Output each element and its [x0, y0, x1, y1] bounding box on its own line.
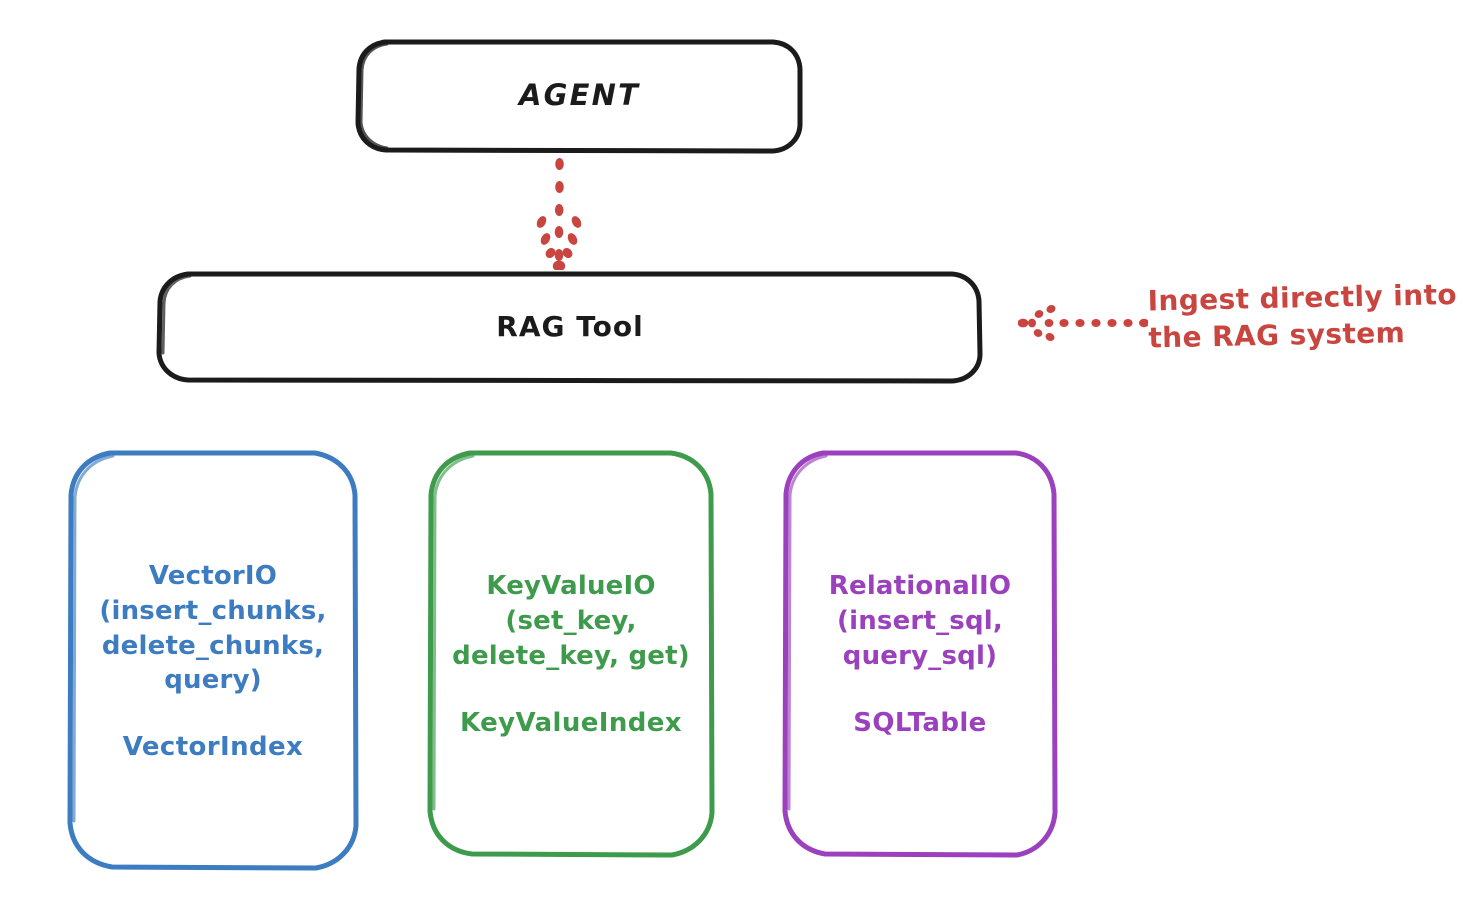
- node-rag-tool[interactable]: RAG Tool: [156, 271, 984, 384]
- vector-io-index-label: VectorIndex: [122, 732, 304, 763]
- relational-io-index-label: SQLTable: [853, 707, 987, 738]
- node-key-value-io[interactable]: KeyValueIO (set_key, delete_key, get) Ke…: [426, 449, 716, 858]
- rag-tool-label: RAG Tool: [496, 310, 644, 344]
- node-relational-io[interactable]: RelationalIO (insert_sql, query_sql) SQL…: [781, 449, 1059, 858]
- node-agent[interactable]: AGENT: [355, 39, 803, 154]
- relational-io-api-label: RelationalIO (insert_sql, query_sql): [828, 571, 1012, 671]
- ingest-annotation-label: Ingest directly into the RAG system: [1147, 277, 1458, 355]
- node-vector-io[interactable]: VectorIO (insert_chunks, delete_chunks, …: [66, 449, 360, 872]
- key-value-io-index-label: KeyValueIndex: [460, 707, 682, 738]
- agent-to-rag-tool-arrow-icon: [536, 158, 582, 270]
- key-value-io-content: KeyValueIO (set_key, delete_key, get) Ke…: [426, 569, 716, 737]
- vector-io-api-label: VectorIO (insert_chunks, delete_chunks, …: [99, 560, 327, 696]
- vector-io-content: VectorIO (insert_chunks, delete_chunks, …: [66, 559, 360, 762]
- key-value-io-api-label: KeyValueIO (set_key, delete_key, get): [452, 571, 690, 671]
- agent-label: AGENT: [518, 78, 641, 113]
- relational-io-content: RelationalIO (insert_sql, query_sql) SQL…: [781, 569, 1059, 737]
- ingest-annotation-arrow-icon: [1018, 304, 1148, 342]
